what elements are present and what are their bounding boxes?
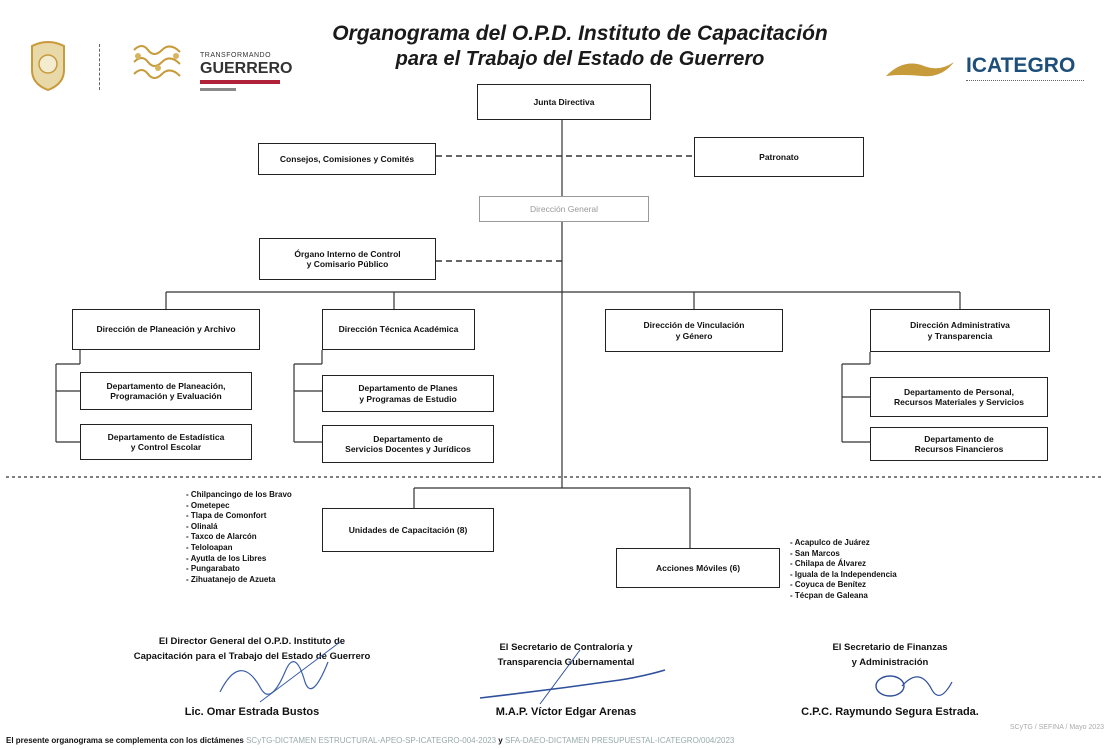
list-item: - Olinalá <box>186 521 218 531</box>
footer-stamp: SCyTG / SEFINA / Mayo 2023 <box>1009 724 1104 731</box>
signature-finanzas-name: C.P.C. Raymundo Segura Estrada. <box>801 706 979 718</box>
title-line-1: Organograma del O.P.D. Instituto de Capa… <box>332 22 828 45</box>
signature-contraloria-line2: Transparencia Gubernamental <box>497 657 635 668</box>
box-dir-tecnica: Dirección Técnica Académica <box>322 309 475 350</box>
list-item: - Técpan de Galeana <box>790 590 868 600</box>
box-direccion-general: Dirección General <box>479 196 649 222</box>
footer-part3: y <box>498 736 503 745</box>
box-dep-financieros: Departamento de Recursos Financieros <box>870 427 1048 461</box>
signature-director-name: Lic. Omar Estrada Bustos <box>184 706 320 718</box>
list-item: - Taxco de Alarcón <box>186 532 257 542</box>
box-dep-planeacion: Departamento de Planeación, Programación… <box>80 372 252 410</box>
list-item: - Coyuca de Benítez <box>790 580 867 590</box>
list-item: - Pungarabato <box>186 564 240 574</box>
list-item: - Ometepec <box>186 500 230 510</box>
list-item: - Zihuatanejo de Azueta <box>186 574 276 584</box>
box-dir-administrativa: Dirección Administrativa y Transparencia <box>870 309 1050 352</box>
guerrero-shield-logo <box>31 41 65 92</box>
signature-finanzas-title: El Secretario de Finanzas y Administraci… <box>790 640 990 670</box>
list-item: - Tlapa de Comonfort <box>186 511 267 521</box>
box-acciones: Acciones Móviles (6) <box>616 548 780 588</box>
signature-finanzas-scribble <box>875 675 953 697</box>
box-dir-vinculacion: Dirección de Vinculación y Género <box>605 309 783 352</box>
signature-contraloria-scribble <box>479 649 666 705</box>
box-dep-personal: Departamento de Personal, Recursos Mater… <box>870 377 1048 417</box>
unidades-list: - Chilpancingo de los Bravo - Ometepec -… <box>186 490 292 585</box>
guerrero-top-text: TRANSFORMANDO <box>200 52 272 59</box>
acciones-list: - Acapulco de Juárez - San Marcos - Chil… <box>790 538 897 602</box>
box-consejos: Consejos, Comisiones y Comités <box>258 143 436 175</box>
footer-note: El presente organograma se complementa c… <box>6 736 734 745</box>
list-item: - Chilpancingo de los Bravo <box>186 490 292 499</box>
signature-director-scribble <box>219 641 341 703</box>
guerrero-sub-bar <box>200 80 280 84</box>
box-organo-control: Órgano Interno de Control y Comisario Pú… <box>259 238 436 280</box>
box-junta-directiva: Junta Directiva <box>477 84 651 120</box>
box-dir-planeacion: Dirección de Planeación y Archivo <box>72 309 260 350</box>
signature-contraloria-name: M.A.P. Víctor Edgar Arenas <box>495 706 637 718</box>
icategro-text: ICATEGRO <box>966 54 1076 77</box>
title-line-2: para el Trabajo del Estado de Guerrero <box>395 48 765 70</box>
box-dep-estadistica: Departamento de Estadística y Control Es… <box>80 424 252 460</box>
signature-director-title: El Director General del O.P.D. Instituto… <box>92 634 412 664</box>
guerrero-main-text: GUERRERO <box>200 60 293 77</box>
list-item: - Teloloapan <box>186 542 233 552</box>
icategro-swoosh-logo <box>886 62 954 77</box>
footer-part2: SCyTG-DICTAMEN ESTRUCTURAL-APEO-SP-ICATE… <box>246 736 497 745</box>
divider-line <box>99 44 101 90</box>
signature-director-line2: Capacitación para el Trabajo del Estado … <box>133 651 371 662</box>
box-dep-servicios: Departamento de Servicios Docentes y Jur… <box>322 425 494 463</box>
icategro-sub-line <box>966 80 1084 83</box>
signature-finanzas-line1: El Secretario de Finanzas <box>832 642 948 653</box>
list-item: - San Marcos <box>790 548 840 558</box>
box-patronato: Patronato <box>694 137 864 177</box>
list-item: - Iguala de la Independencia <box>790 569 897 579</box>
guerrero-sub-bar-2 <box>200 88 236 91</box>
list-item: - Acapulco de Juárez <box>790 538 870 547</box>
signature-finanzas-line2: y Administración <box>851 657 929 668</box>
box-unidades: Unidades de Capacitación (8) <box>322 508 494 552</box>
signature-contraloria-title: El Secretario de Contraloría y Transpare… <box>466 640 666 670</box>
box-dep-planes: Departamento de Planes y Programas de Es… <box>322 375 494 412</box>
footer-part4: SFA-DAEO-DICTAMEN PRESUPUESTAL-ICATEGRO/… <box>504 736 735 745</box>
list-item: - Chilapa de Álvarez <box>790 559 867 569</box>
signature-director-line1: El Director General del O.P.D. Instituto… <box>158 636 346 647</box>
guerrero-ornament-logo <box>133 45 181 79</box>
footer-part1: El presente organograma se complementa c… <box>6 736 244 745</box>
list-item: - Ayutla de los Libres <box>186 553 267 563</box>
signature-contraloria-line1: El Secretario de Contraloría y <box>499 642 633 653</box>
